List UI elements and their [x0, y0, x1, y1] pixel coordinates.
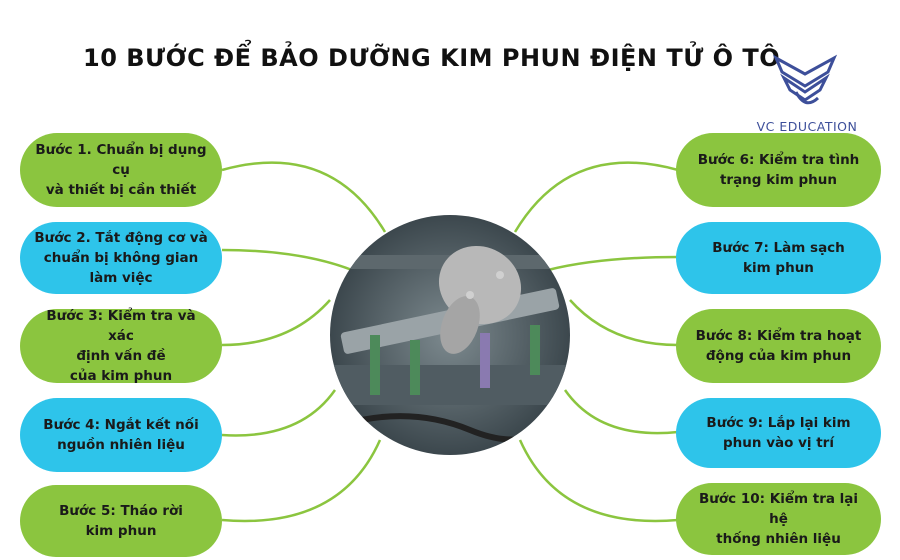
step-5-label: Bước 5: Tháo rời kim phun [59, 503, 183, 539]
step-2-label: Bước 2. Tắt động cơ và chuẩn bị không gi… [34, 230, 208, 286]
step-7-box: Bước 7: Làm sạch kim phun [676, 222, 881, 294]
step-9-box: Bước 9: Lắp lại kim phun vào vị trí [676, 398, 881, 468]
step-1-box: Bước 1. Chuẩn bị dụng cụ và thiết bị cần… [20, 133, 222, 207]
connector-1 [221, 161, 387, 233]
connector-4 [221, 389, 337, 437]
step-2-box: Bước 2. Tắt động cơ và chuẩn bị không gi… [20, 222, 222, 294]
step-4-box: Bước 4: Ngắt kết nối nguồn nhiên liệu [20, 398, 222, 472]
step-8-label: Bước 8: Kiểm tra hoạt động của kim phun [695, 328, 862, 364]
step-1-label: Bước 1. Chuẩn bị dụng cụ và thiết bị cần… [35, 142, 207, 198]
step-10-box: Bước 10: Kiểm tra lại hệ thống nhiên liệ… [676, 483, 881, 555]
logo-text: VC EDUCATION [756, 119, 858, 134]
connector-3 [221, 299, 331, 347]
connector-10 [518, 439, 679, 523]
step-6-label: Bước 6: Kiểm tra tình trạng kim phun [697, 152, 860, 188]
connector-8 [569, 299, 679, 347]
connector-7 [547, 255, 679, 272]
step-3-box: Bước 3: Kiểm tra và xác định vấn đề của … [20, 308, 222, 384]
step-9-label: Bước 9: Lắp lại kim phun vào vị trí [706, 415, 851, 451]
engine-fuel-injector-photo [330, 215, 570, 455]
step-6-box: Bước 6: Kiểm tra tình trạng kim phun [676, 133, 881, 207]
step-4-label: Bước 4: Ngắt kết nối nguồn nhiên liệu [43, 417, 199, 453]
vc-education-logo-icon [772, 54, 838, 105]
connector-5 [221, 439, 382, 523]
step-8-box: Bước 8: Kiểm tra hoạt động của kim phun [676, 309, 881, 383]
step-3-label: Bước 3: Kiểm tra và xác định vấn đề của … [46, 308, 196, 384]
step-5-box: Bước 5: Tháo rời kim phun [20, 485, 222, 557]
connector-6 [513, 161, 679, 233]
step-7-label: Bước 7: Làm sạch kim phun [712, 240, 845, 276]
connector-9 [563, 389, 679, 435]
step-10-label: Bước 10: Kiểm tra lại hệ thống nhiên liệ… [698, 491, 859, 547]
connector-2 [221, 248, 353, 272]
page-title: 10 BƯỚC ĐỂ BẢO DƯỠNG KIM PHUN ĐIỆN TỬ Ô … [83, 44, 781, 72]
